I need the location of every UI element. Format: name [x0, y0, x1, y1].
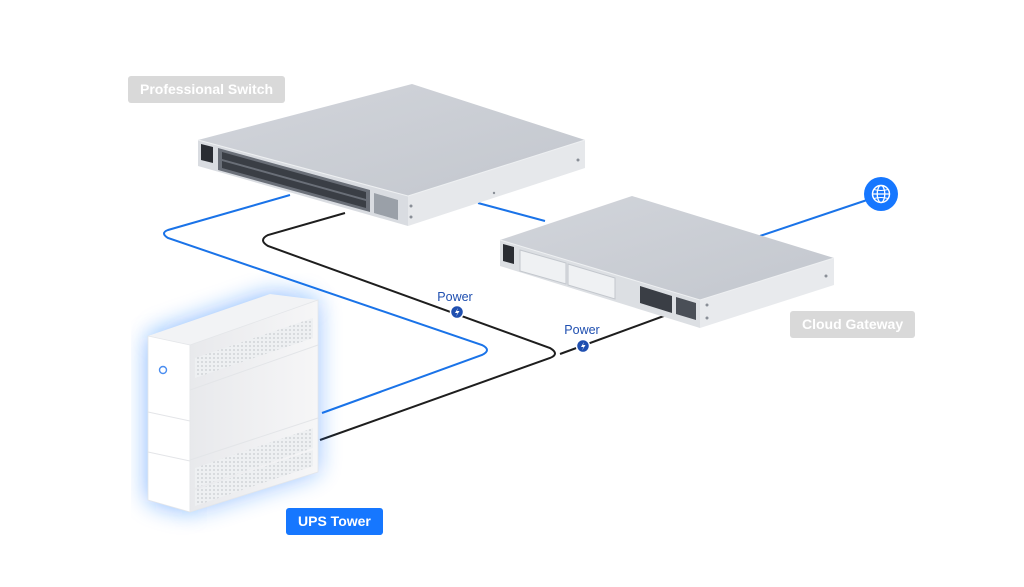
- globe-icon: [864, 177, 898, 211]
- ups-tower-label: UPS Tower: [286, 508, 383, 535]
- power-label-1: Power: [437, 290, 472, 304]
- professional-switch-device: [197, 84, 586, 226]
- power-label-2: Power: [564, 323, 599, 337]
- ups-status-led: [158, 365, 168, 375]
- switch-port-panel: [218, 148, 370, 212]
- cloud-gateway-device: [499, 196, 835, 328]
- professional-switch-label: Professional Switch: [128, 76, 286, 103]
- gateway-port-panel: [640, 286, 696, 320]
- ups-tower-device: [147, 294, 319, 513]
- power-badge-2: [575, 338, 591, 354]
- link-power-switch-ups: [262, 212, 556, 441]
- link-switch-ups: [163, 194, 488, 414]
- cloud-gateway-label: Cloud Gateway: [790, 311, 916, 338]
- link-switch-gateway: [477, 202, 546, 222]
- ups-vent-grille: [195, 318, 313, 506]
- power-badge-1: [449, 304, 465, 320]
- link-gateway-internet: [759, 197, 874, 237]
